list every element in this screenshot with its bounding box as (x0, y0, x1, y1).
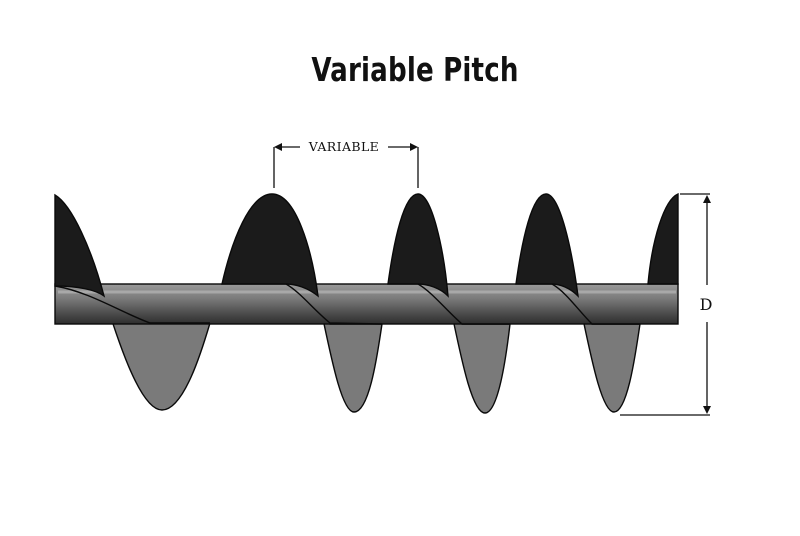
upper-flight-2 (221, 193, 319, 298)
diagram-title: Variable Pitch (311, 50, 519, 89)
upper-flights (54, 192, 679, 298)
pitch-dimension (273, 143, 419, 188)
lower-flight-2 (317, 295, 383, 413)
shaft-body (54, 283, 679, 325)
upper-flight-4 (515, 193, 579, 298)
pitch-label: VARIABLE (308, 139, 379, 154)
upper-flight-1 (54, 193, 106, 298)
helix-edges (54, 283, 640, 325)
lower-flight-4 (577, 295, 641, 413)
diameter-dimension (620, 193, 711, 416)
shaft (54, 283, 679, 325)
upper-flight-3 (387, 193, 449, 298)
upper-flight-5 (647, 192, 679, 285)
diameter-label: D (700, 295, 713, 314)
lower-flight-3 (447, 295, 511, 414)
